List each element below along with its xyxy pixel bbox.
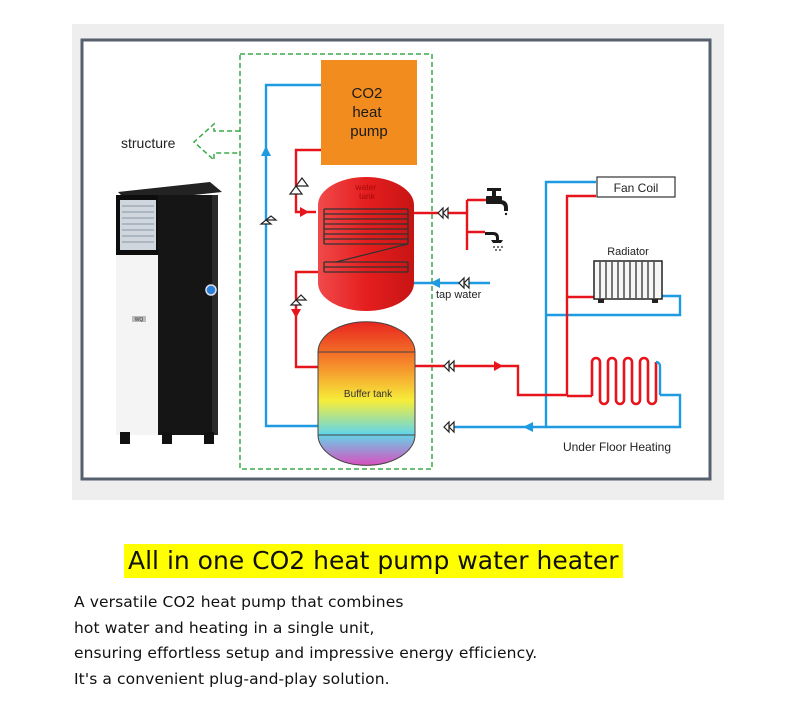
faucet-icon [486, 188, 508, 216]
valves [259, 177, 470, 434]
flow-arrow-up [261, 146, 271, 156]
flow-arrow-left-tap [430, 278, 440, 288]
coil-return [655, 360, 662, 395]
heat-pump-label: CO2 heat pump [350, 85, 388, 140]
description-line: hot water and heating in a single unit, [74, 618, 375, 637]
cold-pipes [264, 83, 682, 429]
flow-arrow-right-top [300, 207, 309, 217]
buffer-tank-label: Buffer tank [344, 389, 393, 400]
fan-coil-box [596, 176, 676, 198]
svg-text:water tank: water tank [354, 182, 378, 201]
radiator-label: Radiator [607, 246, 649, 258]
fan-coil-label: Fan Coil [614, 181, 659, 195]
flow-arrow-left-return [523, 422, 533, 432]
flow-arrow-right-buffer [494, 361, 503, 371]
buffer-tank: Buffer tank [317, 321, 416, 466]
description: A versatile CO2 heat pump that combines … [74, 590, 774, 693]
description-line: A versatile CO2 heat pump that combines [74, 593, 404, 611]
structure-label: structure [121, 135, 176, 151]
unit-logo: WQ [135, 317, 144, 323]
description-line: It's a convenient plug-and-play solution… [74, 670, 390, 689]
under-floor-heating-label: Under Floor Heating [563, 440, 671, 454]
headline: All in one CO2 heat pump water heater [124, 544, 623, 578]
water-tank: water tank [318, 177, 414, 311]
flow-arrow-down-mid [291, 309, 301, 318]
system-boundary [239, 53, 433, 470]
co2-heat-pump-box [321, 60, 417, 165]
structure-arrow [192, 122, 240, 162]
description-line: ensuring effortless setup and impressive… [74, 644, 538, 663]
shower-icon [485, 232, 503, 251]
under-floor-heating-coil [590, 356, 658, 406]
system-diagram: WQ structure [72, 24, 724, 500]
tap-water-label: tap water [436, 289, 482, 301]
heat-pump-unit-image: WQ [116, 182, 222, 444]
radiator-icon [593, 260, 663, 303]
